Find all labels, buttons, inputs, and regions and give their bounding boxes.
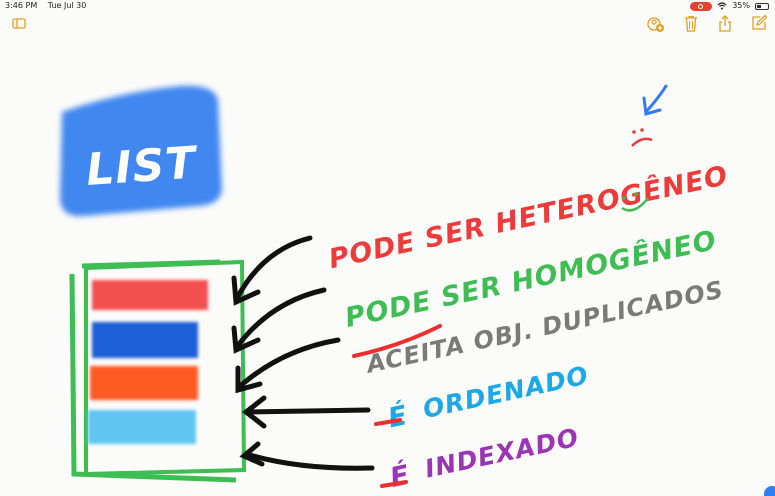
sad-face-icon xyxy=(631,128,653,147)
toolbar xyxy=(0,14,775,38)
add-people-icon[interactable] xyxy=(645,14,667,36)
indexado-underline xyxy=(380,480,408,488)
corner-action-button[interactable] xyxy=(764,486,775,496)
list-title: LIST xyxy=(85,137,200,196)
list-item-bar-red xyxy=(92,280,208,310)
share-icon[interactable] xyxy=(716,14,738,36)
property-accent-indexado: É xyxy=(387,459,413,494)
arrow-1 xyxy=(231,235,313,306)
happy-face-icon xyxy=(621,192,649,212)
compose-icon[interactable] xyxy=(750,14,772,36)
list-box xyxy=(69,259,247,483)
property-text-indexado: INDEXADO xyxy=(422,423,581,484)
property-ordenado: É ORDENADO xyxy=(385,361,591,435)
battery-icon xyxy=(755,2,769,10)
property-indexado: É INDEXADO xyxy=(387,423,582,494)
battery-percent: 35% xyxy=(732,1,750,10)
ordenado-underline xyxy=(374,418,402,426)
property-text-ordenado: ORDENADO xyxy=(420,361,591,424)
list-box-shadow-edge xyxy=(69,273,237,483)
arrow-3 xyxy=(235,337,341,394)
sidebar-toggle-icon[interactable] xyxy=(10,14,32,36)
list-box-top-edge xyxy=(81,259,221,269)
status-bar: 3:46 PM Tue Jul 30 35% xyxy=(0,0,775,12)
screen-recording-icon[interactable] xyxy=(690,1,713,11)
aceita-underline xyxy=(352,324,442,358)
arrow-2 xyxy=(231,287,327,354)
list-item-bar-blue xyxy=(92,322,198,358)
arrows xyxy=(231,235,375,471)
status-time: 3:46 PM xyxy=(5,1,38,10)
pointer-arrow-icon xyxy=(642,84,668,116)
list-item-bar-orange xyxy=(90,366,198,400)
arrow-4 xyxy=(241,395,371,429)
property-accent-ordenado: É xyxy=(385,399,411,434)
list-title-background xyxy=(60,85,222,217)
list-title-block: LIST xyxy=(60,85,222,217)
arrow-5 xyxy=(239,441,375,471)
wifi-icon xyxy=(717,2,727,10)
trash-icon[interactable] xyxy=(682,14,704,36)
status-date: Tue Jul 30 xyxy=(47,1,87,10)
list-item-bar-lightblue xyxy=(88,410,196,444)
